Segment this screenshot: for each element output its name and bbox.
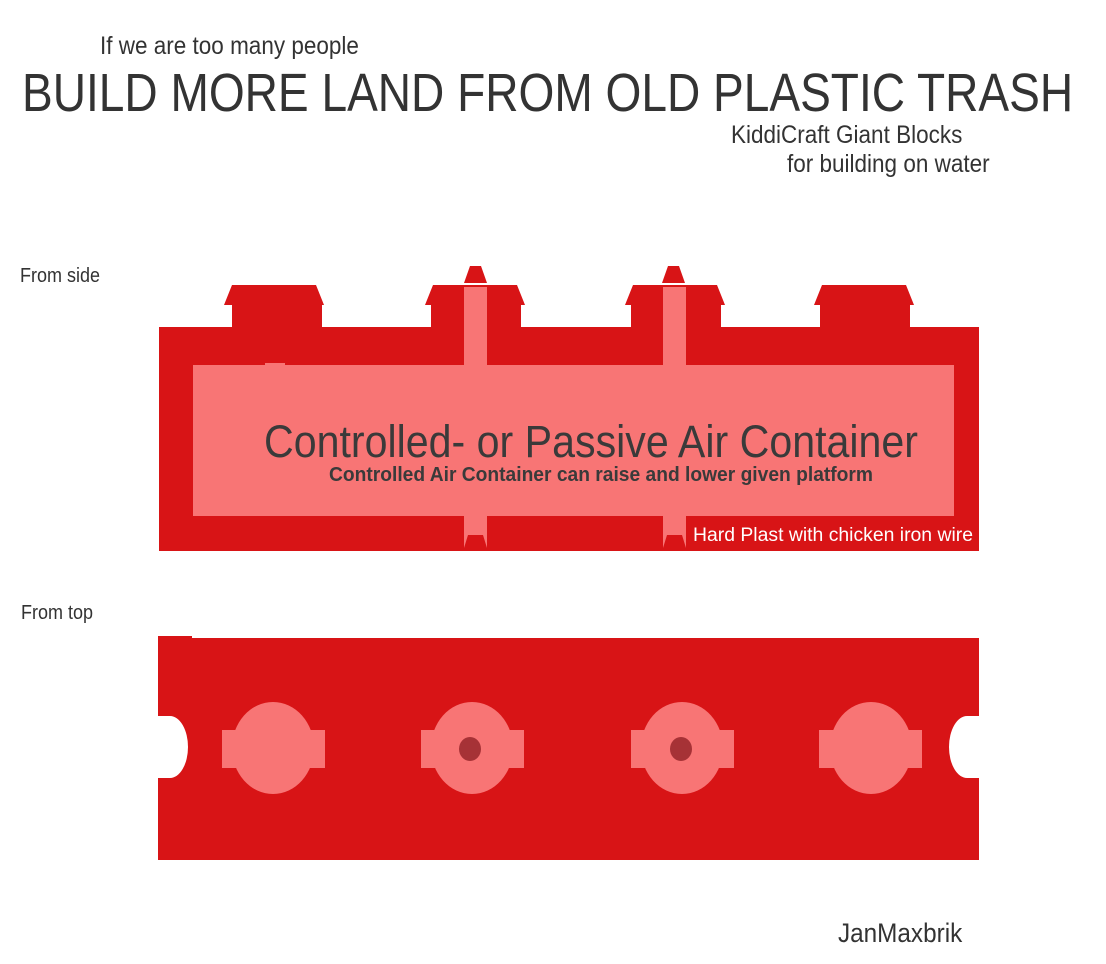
- top-view-label: From top: [21, 602, 94, 624]
- air-container-chamber: [193, 365, 954, 516]
- right-connector-notch: [949, 716, 979, 778]
- air-tube-hole-left: [459, 737, 481, 761]
- side-view-label: From side: [20, 265, 101, 287]
- author-signature: JanMaxbrik: [838, 918, 963, 948]
- top-stud-3: [631, 702, 734, 794]
- side-stud-1: [224, 285, 324, 328]
- top-stud-1: [222, 702, 325, 794]
- air-tube-lower-left: [464, 515, 487, 548]
- headline: BUILD MORE LAND FROM OLD PLASTIC TRASH: [22, 63, 1074, 123]
- container-title: Controlled- or Passive Air Container: [264, 416, 918, 467]
- left-connector-notch: [158, 716, 188, 778]
- air-tube-upper-right: [663, 287, 686, 367]
- kicker-text: If we are too many people: [100, 32, 359, 60]
- air-tube-lower-right: [663, 515, 686, 548]
- vent-cap-right: [662, 266, 685, 283]
- air-tube-upper-left: [464, 287, 487, 367]
- vent-cap-left: [464, 266, 487, 283]
- air-tube-hole-right: [670, 737, 692, 761]
- subtitle-line-1: KiddiCraft Giant Blocks: [731, 121, 963, 149]
- top-stud-2: [421, 702, 524, 794]
- material-note: Hard Plast with chicken iron wire: [693, 525, 973, 546]
- side-view-block: Controlled- or Passive Air Container Con…: [159, 266, 979, 551]
- top-view-block: [158, 636, 979, 860]
- side-stud-4: [814, 285, 914, 328]
- subtitle-line-2: for building on water: [787, 150, 990, 178]
- top-stud-4: [819, 702, 922, 794]
- container-note: Controlled Air Container can raise and l…: [329, 464, 873, 486]
